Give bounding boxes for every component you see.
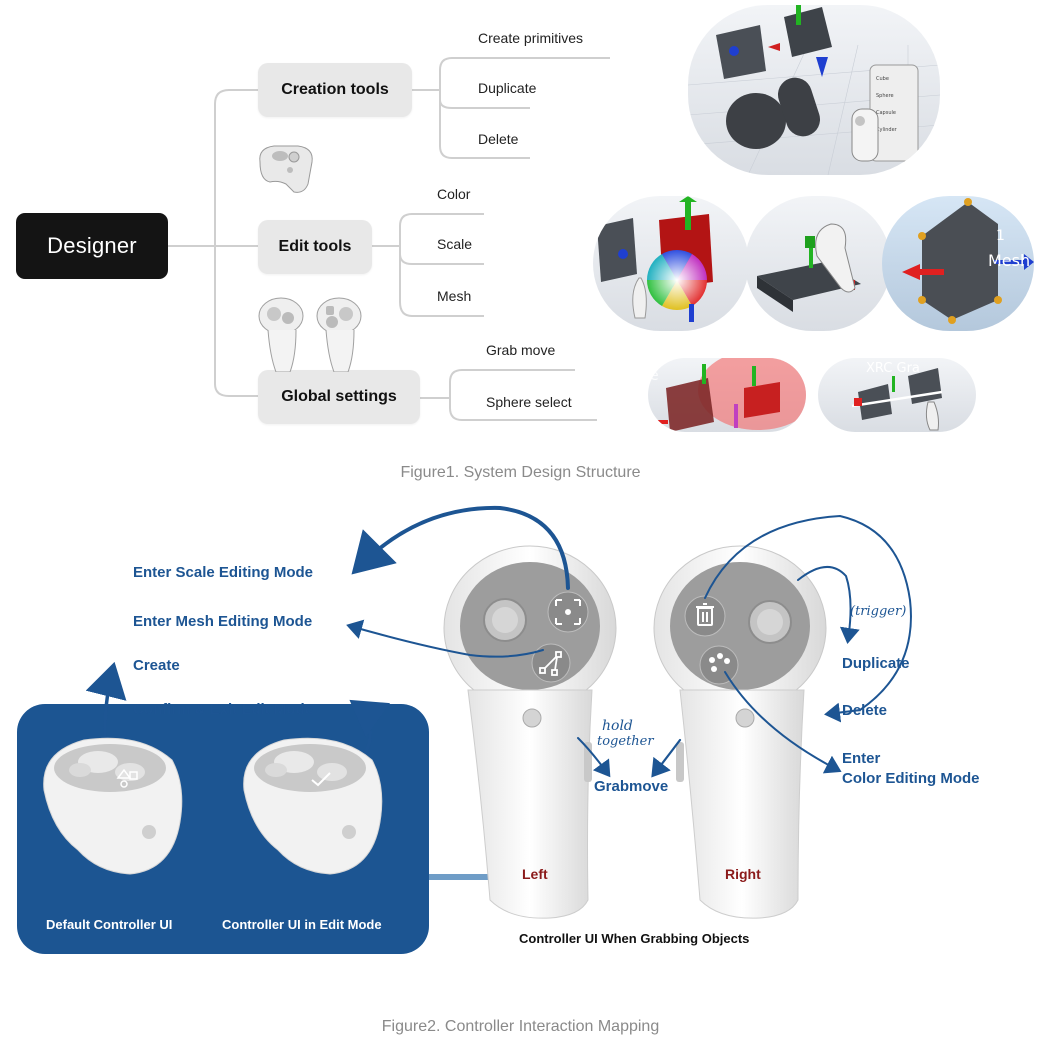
figure2-caption: Figure2. Controller Interaction Mapping [381, 1018, 660, 1035]
sphere-select-thumbnail: XRC Gra [818, 358, 976, 432]
figure1-caption: Figure1. System Design Structure [400, 464, 641, 481]
left-controller [443, 545, 617, 919]
label-right: Right [725, 866, 761, 882]
label-enter-scale-mode: Enter Scale Editing Mode [133, 564, 314, 581]
label-enter-color-line2: Color Editing Mode [842, 770, 980, 787]
label-enter-mesh-mode: Enter Mesh Editing Mode [133, 613, 313, 630]
label-duplicate: Duplicate [842, 655, 910, 672]
thumb-text-e: e [650, 368, 659, 384]
grab-move-thumbnail: e [648, 358, 806, 432]
creation-tools-node: Creation tools [258, 63, 412, 117]
menu-item-cylinder: Cylinder [876, 127, 898, 133]
note-trigger: (trigger) [850, 604, 907, 619]
thumb-text-xrc: XRC Gra [866, 361, 920, 376]
edit-mode-controller-panel-graphic [243, 737, 383, 875]
menu-item-sphere: Sphere [876, 93, 894, 99]
mesh-scene-graphic: 1 Mesh [902, 198, 1034, 324]
color-edit-thumbnail [593, 196, 749, 331]
panel-connector-bar [429, 874, 503, 880]
label-default-controller-ui: Default Controller UI [46, 917, 173, 932]
controller-grabbing-caption: Controller UI When Grabbing Objects [519, 931, 750, 946]
edit-tools-node: Edit tools [258, 220, 372, 274]
sphere-select-scene-graphic: XRC Gra [851, 361, 943, 431]
leaf-grab-move: Grab move [486, 342, 556, 358]
creation-scene-thumbnail: Cube Sphere Capsule Cylinder [688, 5, 940, 175]
leaf-sphere-select: Sphere select [486, 394, 572, 410]
label-confirm-exit-edit: Confirm & Exit Edit Mode [133, 701, 313, 718]
label-left: Left [522, 866, 548, 882]
small-controller-icon [259, 145, 313, 193]
thumb-text-1: 1 [996, 228, 1005, 244]
label-enter-color-line1: Enter [842, 750, 881, 767]
scale-edit-thumbnail [745, 196, 891, 331]
global-settings-node: Global settings [258, 370, 420, 424]
scale-scene-graphic [757, 223, 861, 312]
thumb-text-mesh: Mesh [988, 251, 1030, 270]
grab-move-scene-graphic: e [650, 358, 806, 432]
menu-item-cube: Cube [876, 76, 889, 82]
label-create: Create [133, 657, 180, 674]
menu-item-capsule: Capsule [876, 110, 896, 116]
mesh-edit-thumbnail: 1 Mesh [882, 196, 1034, 331]
label-controller-ui-edit-mode: Controller UI in Edit Mode [222, 917, 382, 932]
note-hold: hold [602, 718, 633, 734]
mindmap-connectors [168, 57, 610, 421]
right-controller-thumb-icon [316, 297, 362, 372]
note-together: together [597, 734, 654, 749]
leaf-scale: Scale [437, 236, 473, 252]
default-controller-panel-graphic [43, 737, 183, 875]
right-controller [584, 545, 827, 919]
creation-scene-graphic: Cube Sphere Capsule Cylinder [688, 5, 940, 175]
label-grabmove: Grabmove [594, 778, 669, 795]
color-scene-graphic [597, 196, 713, 322]
leaf-color: Color [437, 186, 471, 202]
leaf-duplicate: Duplicate [478, 80, 537, 96]
leaf-mesh: Mesh [437, 288, 472, 304]
controller-graphics [43, 505, 912, 919]
leaf-delete: Delete [478, 131, 519, 147]
left-controller-thumb-icon [258, 297, 304, 372]
designer-root-node: Designer [16, 213, 168, 279]
label-delete: Delete [842, 702, 888, 719]
leaf-create-primitives: Create primitives [478, 30, 584, 46]
shapes-icon [116, 768, 138, 788]
